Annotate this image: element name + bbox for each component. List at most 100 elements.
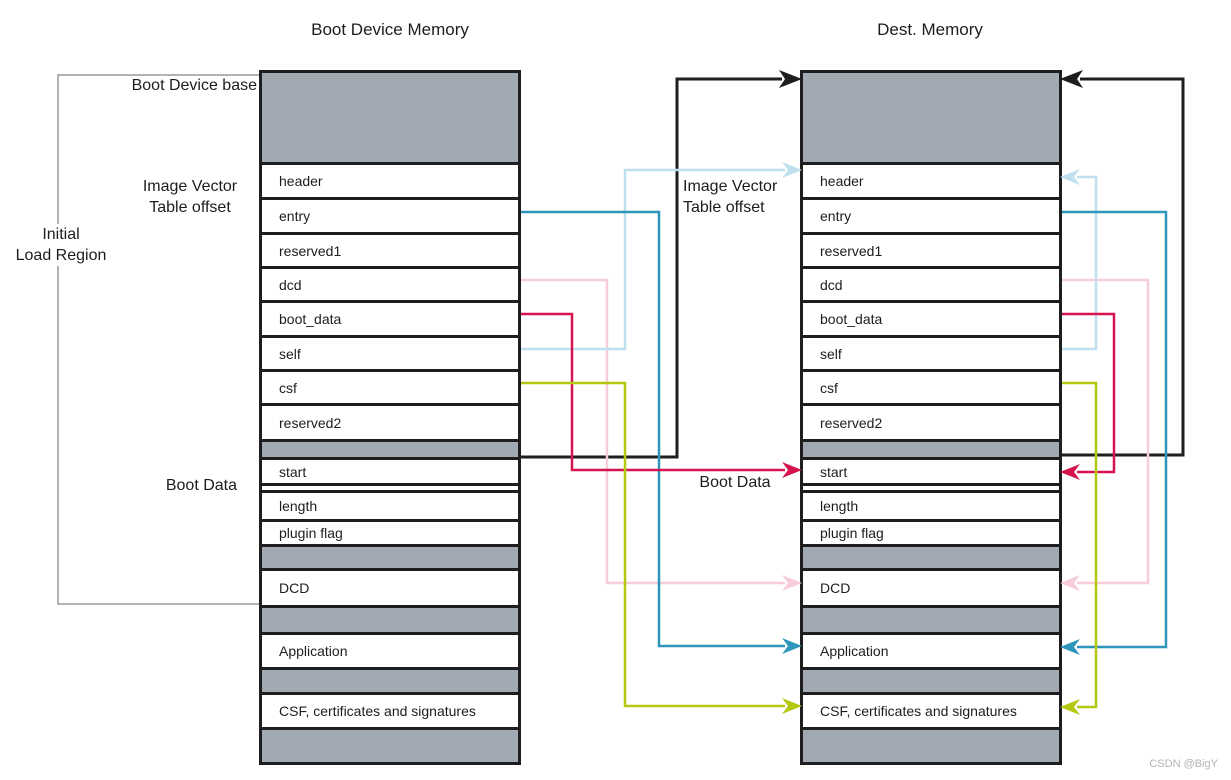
boot-data-mid-text: Boot Data <box>699 474 771 491</box>
initial-load-line2: Load Region <box>15 247 107 264</box>
arrowhead-csf_to_csf-cross <box>782 698 802 714</box>
boot-device-base-label: Boot Device base <box>100 75 257 96</box>
arrowhead-self_to_header-loop <box>1060 169 1080 185</box>
ivt-offset-mid-line2: Table offset <box>683 199 765 216</box>
memory-row-reserved1: reserved1 <box>262 232 518 266</box>
memory-row-gray <box>803 439 1059 457</box>
memory-row-gray <box>262 605 518 632</box>
memory-row-reserved2: reserved2 <box>262 403 518 439</box>
memory-row-gray <box>262 667 518 692</box>
memory-row-length: length <box>803 490 1059 519</box>
initial-load-region-bracket <box>57 74 259 605</box>
watermark: CSDN @BigY <box>1149 758 1218 770</box>
arrowhead-csf_to_csf-loop <box>1060 699 1080 715</box>
connector-start_to_base-loop <box>1062 77 1185 457</box>
memory-row-label: CSF, certificates and signatures <box>279 703 476 719</box>
memory-row-label: length <box>279 498 318 514</box>
connector-start_to_base-cross <box>521 77 782 459</box>
memory-row-dcd: DCD <box>262 568 518 605</box>
memory-row-label: start <box>820 463 848 480</box>
memory-row-csf-certificates-and-signatures: CSF, certificates and signatures <box>803 692 1059 727</box>
memory-row-label: plugin flag <box>279 525 343 541</box>
memory-row-label: self <box>279 345 301 362</box>
memory-row-header: header <box>803 162 1059 197</box>
memory-row-label: CSF, certificates and signatures <box>820 703 1017 719</box>
boot-data-label-mid: Boot Data <box>690 472 780 493</box>
memory-row-label: entry <box>820 208 852 224</box>
arrowhead-dcd_to_dcd-loop <box>1060 575 1080 591</box>
memory-row-gray <box>803 605 1059 632</box>
memory-row-gray <box>803 73 1059 162</box>
connector-csf_to_csf-loop <box>1062 381 1098 709</box>
memory-row-gray <box>262 439 518 457</box>
memory-row-self: self <box>262 335 518 369</box>
memory-row-plugin-flag: plugin flag <box>803 519 1059 544</box>
arrowhead-entry_to_application-cross <box>782 638 802 654</box>
memory-row-application: Application <box>262 632 518 667</box>
memory-row-start: start <box>803 457 1059 483</box>
connector-boot_data_to_start-loop <box>1062 312 1116 474</box>
connector-entry_to_application-cross <box>521 210 785 648</box>
memory-row-label: header <box>279 173 323 189</box>
memory-row-label: header <box>820 173 864 189</box>
connector-dcd_to_dcd-loop <box>1062 278 1150 585</box>
memory-row-reserved2: reserved2 <box>803 403 1059 439</box>
memory-row-reserved1: reserved1 <box>803 232 1059 266</box>
memory-row-label: boot_data <box>279 311 342 327</box>
memory-row-label: csf <box>820 379 838 396</box>
boot-data-left-text: Boot Data <box>165 477 237 494</box>
memory-row-label: Application <box>820 643 889 659</box>
ivt-offset-line1: Image Vector <box>142 178 238 195</box>
memory-row-gray <box>262 544 518 568</box>
memory-row-label: dcd <box>820 276 843 293</box>
memory-row-self: self <box>803 335 1059 369</box>
memory-row-label: start <box>279 463 307 480</box>
memory-row-thin <box>803 483 1059 490</box>
memory-row-label: length <box>820 498 859 514</box>
connector-entry_to_application-loop <box>1062 210 1168 649</box>
memory-row-label: DCD <box>820 580 851 596</box>
memory-row-entry: entry <box>803 197 1059 232</box>
memory-row-label: boot_data <box>820 311 883 327</box>
memory-row-label: reserved1 <box>820 242 883 259</box>
memory-row-csf-certificates-and-signatures: CSF, certificates and signatures <box>262 692 518 727</box>
ivt-offset-line2: Table offset <box>149 199 231 216</box>
memory-row-csf: csf <box>803 369 1059 403</box>
initial-load-region-label: Initial Load Region <box>6 224 116 266</box>
memory-row-length: length <box>262 490 518 519</box>
arrowhead-boot_data_to_start-loop <box>1060 464 1080 480</box>
connector-dcd_to_dcd-cross <box>521 278 785 585</box>
memory-row-header: header <box>262 162 518 197</box>
image-vector-table-offset-label-left: Image Vector Table offset <box>115 176 265 218</box>
boot-data-label-left: Boot Data <box>137 475 237 496</box>
memory-row-gray <box>262 73 518 162</box>
memory-row-label: Application <box>279 643 348 659</box>
memory-row-gray <box>803 544 1059 568</box>
boot-device-base-text: Boot Device base <box>131 77 257 94</box>
memory-row-gray <box>803 667 1059 692</box>
memory-row-start: start <box>262 457 518 483</box>
initial-load-line1: Initial <box>42 226 80 243</box>
memory-row-dcd: dcd <box>262 266 518 300</box>
memory-row-label: csf <box>279 379 297 396</box>
arrowhead-dcd_to_dcd-cross <box>782 575 802 591</box>
arrowhead-boot_data_to_start-cross <box>782 462 802 478</box>
image-vector-table-offset-label-mid: Image Vector Table offset <box>683 176 813 218</box>
memory-row-label: plugin flag <box>820 525 884 541</box>
connector-boot_data_to_start-cross <box>521 312 785 472</box>
memory-row-dcd: dcd <box>803 266 1059 300</box>
memory-row-thin <box>262 483 518 490</box>
memory-row-boot-data: boot_data <box>803 300 1059 335</box>
arrowhead-entry_to_application-loop <box>1060 639 1080 655</box>
memory-row-label: dcd <box>279 276 302 293</box>
memory-row-csf: csf <box>262 369 518 403</box>
memory-row-application: Application <box>803 632 1059 667</box>
memory-row-label: DCD <box>279 580 310 596</box>
memory-row-label: self <box>820 345 842 362</box>
memory-row-gray <box>262 727 518 762</box>
connector-self_to_header-loop <box>1062 175 1098 351</box>
memory-row-entry: entry <box>262 197 518 232</box>
